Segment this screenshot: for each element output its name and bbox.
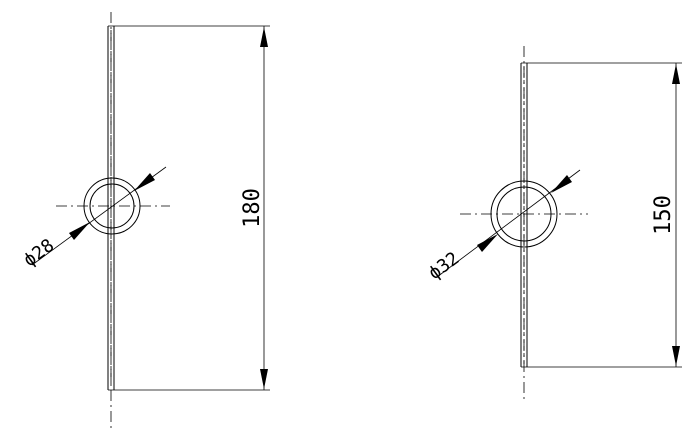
left-part: ϕ28 180 <box>20 12 270 432</box>
left-height-dimension-text: 180 <box>240 188 265 228</box>
left-height-arrow-top <box>260 27 268 47</box>
left-diameter-arrow-lower <box>69 222 90 240</box>
right-diameter-arrow-lower <box>477 234 498 252</box>
right-height-dimension-text: 150 <box>651 195 676 235</box>
right-height-arrow-bottom <box>672 346 680 366</box>
left-height-arrow-bottom <box>260 369 268 389</box>
right-part: ϕ32 150 <box>425 46 682 402</box>
left-diameter-arrow-upper <box>134 173 155 191</box>
left-hole-diameter-label: ϕ28 <box>20 235 59 271</box>
right-height-arrow-top <box>672 64 680 84</box>
right-hole-diameter-label: ϕ32 <box>425 248 464 284</box>
right-diameter-arrow-upper <box>551 175 572 193</box>
